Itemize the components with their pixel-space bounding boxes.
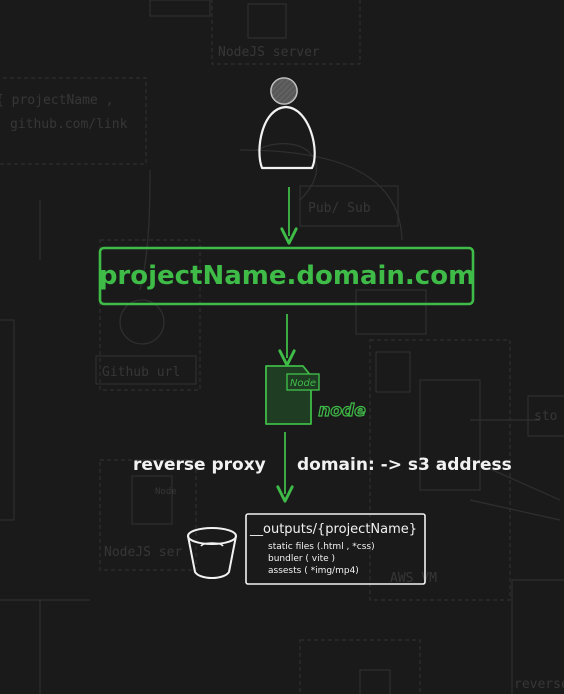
faded-nodejs-server-box bbox=[99, 459, 197, 571]
faded-label-nodejs-server: NodeJS ser bbox=[104, 545, 182, 560]
domain-box-label: projectName.domain.com bbox=[99, 261, 475, 291]
faded-label-pub-sub: Pub/ Sub bbox=[308, 201, 371, 216]
node-file-icon: Node bbox=[265, 365, 320, 425]
faded-background-labels: NodeJS server { projectName , github.com… bbox=[0, 45, 564, 692]
faded-connectors-right bbox=[469, 419, 561, 521]
reverse-proxy-label: reverse proxy bbox=[133, 455, 266, 475]
faded-github-box bbox=[99, 239, 201, 391]
domain-mapping-label: domain: -> s3 address bbox=[297, 455, 512, 475]
nodejs-logo-icon: node bbox=[318, 401, 365, 421]
faded-label-project-name: { projectName , bbox=[0, 93, 113, 108]
faded-small-box bbox=[149, 0, 211, 17]
user-icon bbox=[258, 77, 316, 170]
faded-label-node-server: NodeJS server bbox=[218, 45, 320, 60]
faded-container-box bbox=[419, 379, 481, 491]
faded-lines-left bbox=[0, 200, 90, 694]
outputs-box: __outputs/{projectName} static files (.h… bbox=[245, 513, 426, 585]
faded-vm-icon bbox=[375, 351, 411, 393]
faded-connector-1 bbox=[139, 169, 151, 291]
faded-github-icon bbox=[119, 299, 165, 345]
faded-pub-sub-box bbox=[299, 185, 399, 227]
outputs-line-static-files: static files (.html , *css) bbox=[268, 542, 375, 552]
faded-right-small-box bbox=[355, 289, 427, 335]
faded-nodejs-icon bbox=[131, 475, 173, 525]
domain-box: projectName.domain.com bbox=[98, 246, 475, 306]
faded-left-edge-box bbox=[0, 319, 15, 521]
faded-connector-2 bbox=[239, 149, 403, 241]
faded-bottom-box bbox=[299, 639, 421, 694]
faded-label-node-small: Node bbox=[155, 487, 177, 497]
faded-bottom-right-box bbox=[511, 579, 564, 694]
faded-label-github-link: github.com/link bbox=[10, 117, 128, 132]
faded-bird-shape bbox=[255, 143, 318, 201]
faded-label-storage: sto bbox=[534, 409, 557, 424]
faded-storage-box bbox=[527, 395, 564, 437]
outputs-line-bundler: bundler ( vite ) bbox=[268, 554, 335, 564]
faded-node-server-box bbox=[211, 0, 361, 65]
faded-aws-vm-box bbox=[369, 339, 511, 601]
faded-github-label-box bbox=[95, 355, 197, 385]
outputs-box-title: __outputs/{projectName} bbox=[249, 522, 417, 537]
faded-bottom-icon bbox=[359, 669, 391, 694]
node-file-tag: Node bbox=[290, 378, 316, 389]
faded-project-info-box bbox=[0, 77, 147, 165]
faded-label-reverse: reverse bbox=[514, 677, 564, 692]
faded-node-icon bbox=[247, 3, 287, 39]
faded-label-github-url: Github url bbox=[102, 365, 180, 380]
outputs-line-assets: assests ( *img/mp4) bbox=[268, 566, 359, 576]
s3-bucket-icon bbox=[187, 527, 237, 579]
